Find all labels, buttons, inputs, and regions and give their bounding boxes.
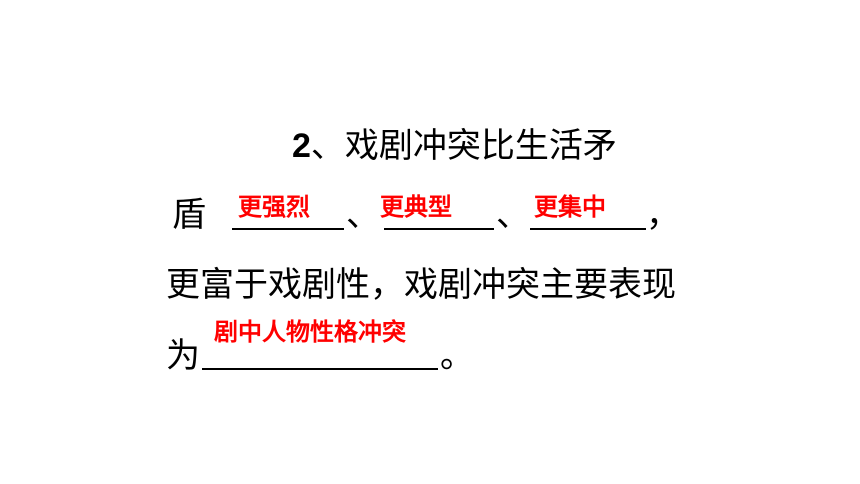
question-line-1: 2、戏剧冲突比生活矛 bbox=[292, 126, 617, 166]
question-line-4-end: 。 bbox=[440, 336, 474, 376]
separator-1: 、 bbox=[346, 195, 380, 235]
answer-blank-3: 更集中 bbox=[534, 193, 606, 221]
question-line-4-start: 为 bbox=[166, 336, 200, 376]
blank-line-2 bbox=[384, 228, 494, 230]
question-line-3: 更富于戏剧性，戏剧冲突主要表现 bbox=[166, 265, 676, 305]
separator-2: 、 bbox=[496, 195, 530, 235]
question-line-2-end: ， bbox=[646, 195, 680, 235]
blank-line-1 bbox=[232, 228, 344, 230]
question-number: 2 bbox=[292, 127, 311, 165]
answer-blank-4: 剧中人物性格冲突 bbox=[214, 318, 406, 346]
blank-line-4 bbox=[202, 368, 438, 370]
question-line-2-start: 盾 bbox=[172, 195, 206, 235]
answer-blank-1: 更强烈 bbox=[238, 193, 310, 221]
answer-blank-2: 更典型 bbox=[380, 193, 452, 221]
question-line-1-text: 、戏剧冲突比生活矛 bbox=[310, 126, 617, 166]
blank-line-3 bbox=[530, 228, 646, 230]
